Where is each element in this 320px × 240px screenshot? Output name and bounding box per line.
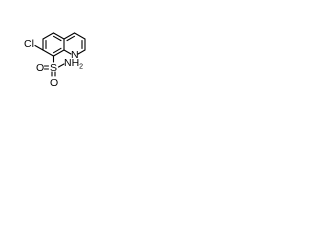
atom-label-o-top: O [36,62,44,74]
atom-label-o-bottom: O [50,77,58,88]
bond-c5-c4a [52,32,65,40]
atom-label-n: N [71,49,79,61]
atom-label-nh2-subscript: 2 [79,64,83,71]
double-bond-c8a-c8 [52,47,62,54]
bond-c3-c4 [73,32,86,40]
pyridine-ring [63,32,86,55]
benzene-ring [42,32,65,57]
bond-c6-c5 [42,32,55,40]
double-bond-c4-c4a [66,35,76,42]
atom-label-s: S [50,62,57,74]
atom-label-cl: Cl [24,38,34,50]
bond-c7-cl [34,44,44,51]
atom-label-nh2: NH2 [64,57,83,71]
bond-c8-c7 [42,49,55,57]
bond-n1-c2 [77,49,86,55]
bond-c8a-n1 [63,49,72,55]
double-bond-c5-c4a [52,35,62,42]
substituent-bonds [34,44,65,77]
chemical-structure: Cl S NH2 O O N [24,32,86,88]
bond-s-nh2 [57,63,65,68]
bond-c4-c4a [63,32,76,40]
atom-label-nh: NH [64,57,79,69]
bond-c8a-c8 [52,49,65,57]
